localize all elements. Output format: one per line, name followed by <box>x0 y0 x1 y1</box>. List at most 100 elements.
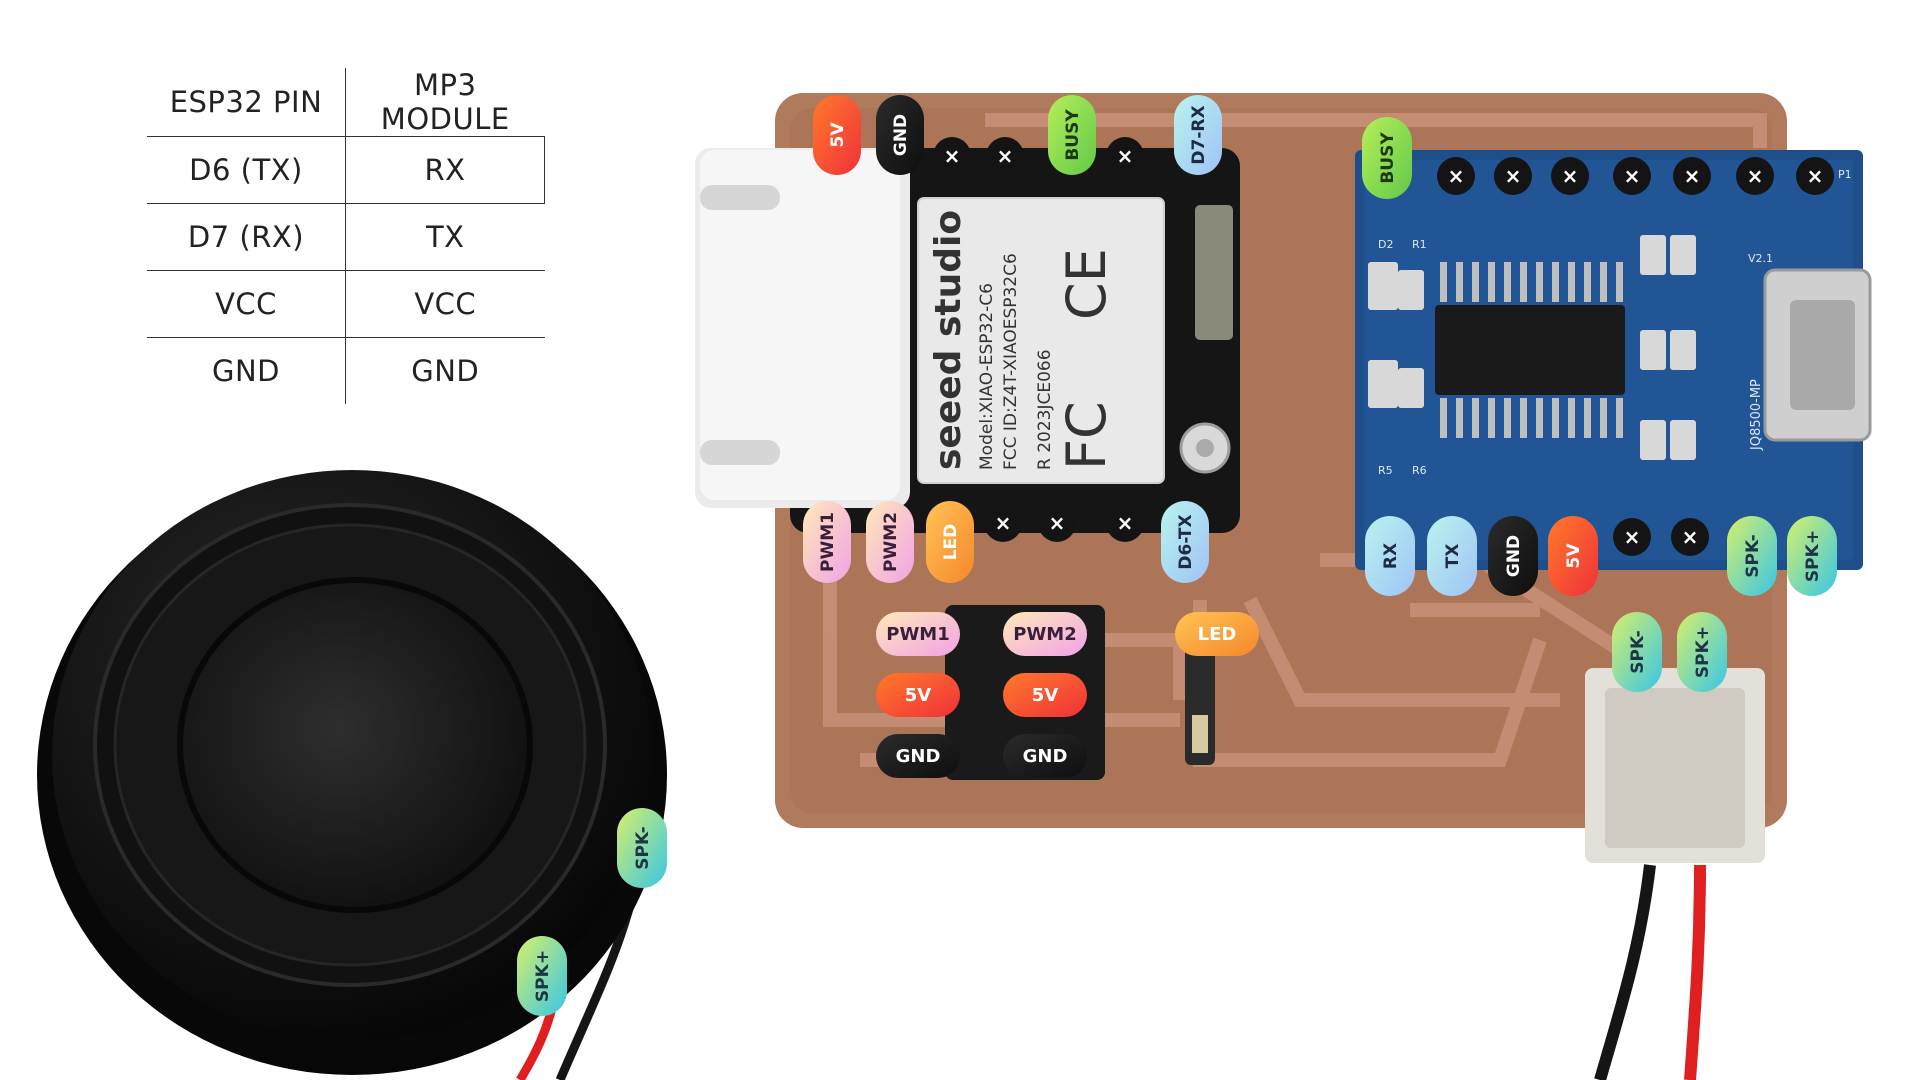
pin-label-text: RX <box>1381 543 1401 569</box>
pin-label-pill <box>876 734 960 778</box>
xiao-esp32c6: seeed studio Model:XIAO-ESP32-C6 FCC ID:… <box>695 148 1240 533</box>
unused-pin-marker <box>1437 157 1475 195</box>
unused-pin-marker <box>1551 157 1589 195</box>
pin-label-: × <box>933 137 971 175</box>
pin-label-: × <box>1106 137 1144 175</box>
pin-label-pill <box>1174 95 1222 175</box>
ce-mark: CE <box>1055 248 1118 320</box>
pin-label-: × <box>1038 504 1076 542</box>
silk-v21: V2.1 <box>1748 252 1773 265</box>
pin-label-text: LED <box>941 524 961 561</box>
pin-label-tx: TX <box>1427 516 1477 596</box>
unused-pin-label: × <box>1505 164 1522 188</box>
pin-label-: × <box>1613 157 1651 195</box>
unused-pin-marker <box>1038 504 1076 542</box>
unused-pin-label: × <box>1117 144 1134 168</box>
pin-label-pill <box>617 808 667 888</box>
pin-label-pwm1: PWM1 <box>876 612 960 656</box>
pin-label-pill <box>876 673 960 717</box>
unused-pin-label: × <box>1117 511 1134 535</box>
pin-label-: × <box>1796 157 1834 195</box>
pin-label-busy: BUSY <box>1362 117 1412 199</box>
pin-label-5v: 5V <box>1548 516 1598 596</box>
unused-pin-marker <box>1106 504 1144 542</box>
pin-label-pill <box>1161 501 1209 583</box>
unused-pin-marker <box>1736 157 1774 195</box>
table-cell-mp3: VCC <box>345 270 545 338</box>
table-cell-esp32: D7 (RX) <box>147 203 346 271</box>
rf-shield <box>917 197 1165 484</box>
mp3-module: JQ8500-MP D2 R1 P1 R5 R6 V2.1 <box>1355 150 1872 570</box>
pin-label-pill <box>1727 516 1777 596</box>
pin-label-spk+: SPK+ <box>517 936 567 1016</box>
unused-pin-label: × <box>997 144 1014 168</box>
pin-label-text: LED <box>1198 624 1237 645</box>
mp3-silk-label: JQ8500-MP <box>1749 379 1764 451</box>
xiao-cert: R 2023JCE066 <box>1035 349 1055 470</box>
silk-r1: R1 <box>1412 238 1427 251</box>
pin-label-text: SPK+ <box>1693 626 1713 678</box>
pin-label-pill <box>1427 516 1477 596</box>
pin-label-: × <box>1613 518 1651 556</box>
pin-label-text: SPK- <box>633 826 653 869</box>
pin-label-pill <box>1787 516 1837 596</box>
xiao-brand: seeed studio <box>928 210 969 470</box>
pin-label-text: D6-TX <box>1176 514 1196 569</box>
table-cell-esp32: VCC <box>147 270 346 338</box>
pin-label-text: PWM1 <box>886 624 949 645</box>
pin-label-5v: 5V <box>813 95 861 175</box>
xiao-fcc: FCC ID:Z4T-XIAOESP32C6 <box>1001 253 1021 470</box>
pin-label-: × <box>1736 157 1774 195</box>
pin-label-text: PWM2 <box>881 512 901 572</box>
pin-label-: × <box>1494 157 1532 195</box>
connector-wire-red <box>1684 864 1706 1080</box>
unused-pin-label: × <box>1448 164 1465 188</box>
pin-label-: × <box>986 137 1024 175</box>
pin-label-: × <box>1673 157 1711 195</box>
pin-label-5v: 5V <box>1003 673 1087 717</box>
pin-label-gnd: GND <box>1003 734 1087 778</box>
pin-label-text: GND <box>891 114 911 156</box>
unused-pin-label: × <box>1049 511 1066 535</box>
pin-label-pill <box>1362 117 1412 199</box>
pin-label-text: 5V <box>1564 543 1584 569</box>
silk-p1: P1 <box>1838 168 1852 181</box>
pin-label-pill <box>866 501 914 583</box>
pin-label-text: BUSY <box>1063 109 1083 161</box>
pin-label-gnd: GND <box>876 95 924 175</box>
pin-label-d7-rx: D7-RX <box>1174 95 1222 175</box>
pin-label-text: D7-RX <box>1189 105 1209 164</box>
unused-pin-label: × <box>1682 525 1699 549</box>
pin-label-: × <box>1106 504 1144 542</box>
pin-label-: × <box>1437 157 1475 195</box>
unused-pin-marker <box>1613 518 1651 556</box>
pin-label-pill <box>1548 516 1598 596</box>
pin-label-pwm2: PWM2 <box>1003 612 1087 656</box>
unused-pin-label: × <box>1624 525 1641 549</box>
table-cell-mp3: TX <box>345 203 545 271</box>
pin-label-pill <box>1003 734 1087 778</box>
unused-pin-marker <box>1494 157 1532 195</box>
pin-label-pill <box>926 501 974 583</box>
pin-label-text: GND <box>1023 746 1068 767</box>
silk-r6: R6 <box>1412 464 1427 477</box>
speaker <box>37 470 667 1080</box>
pin-label-: × <box>984 504 1022 542</box>
silk-r5: R5 <box>1378 464 1393 477</box>
table-row: VCC VCC <box>147 270 545 338</box>
unused-pin-label: × <box>944 144 961 168</box>
pin-label-led: LED <box>926 501 974 583</box>
pin-label-text: SPK- <box>1743 534 1763 577</box>
pin-label-busy: BUSY <box>1048 95 1096 175</box>
pin-label-spk-: SPK- <box>617 808 667 888</box>
pin-label-pill <box>1365 516 1415 596</box>
pin-label-pill <box>1175 612 1259 656</box>
pin-label-spk+: SPK+ <box>1677 612 1727 692</box>
silk-d2: D2 <box>1378 238 1393 251</box>
unused-pin-marker <box>1671 518 1709 556</box>
unused-pin-label: × <box>1747 164 1764 188</box>
pin-label-pill <box>1048 95 1096 175</box>
pin-label-text: GND <box>1504 535 1524 577</box>
mp3-ic <box>1435 305 1625 395</box>
